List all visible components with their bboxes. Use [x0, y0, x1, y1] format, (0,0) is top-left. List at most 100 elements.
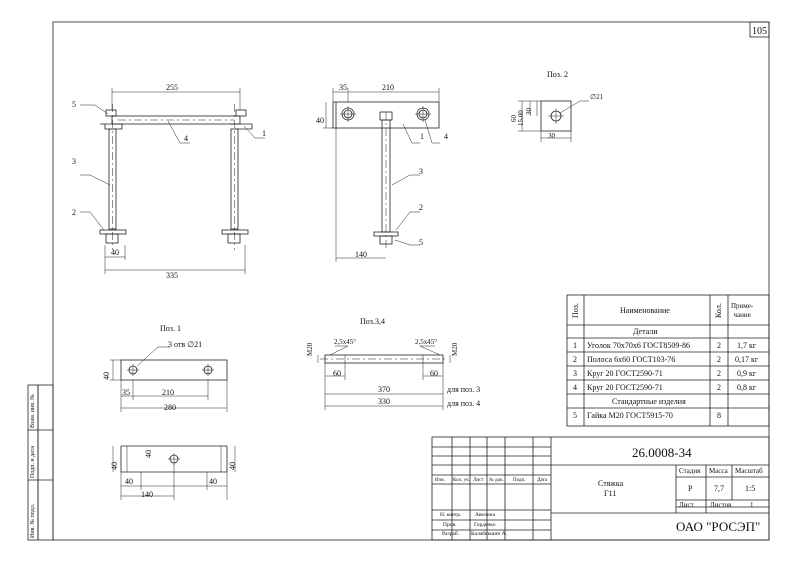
poz34-dim-330: 330: [378, 397, 390, 406]
poz1-holes: 3 отв ∅21: [168, 340, 203, 349]
front-callout-2: 2: [72, 208, 76, 217]
mass-label: Масса: [709, 467, 728, 475]
spec-row-3-pos: 3: [573, 369, 577, 378]
side-dim-35: 35: [339, 83, 347, 92]
title-line2: Г11: [604, 489, 617, 498]
poz34-m20-right: М20: [451, 342, 459, 356]
front-callout-5: 5: [72, 100, 76, 109]
name-1: Авелина: [475, 512, 496, 518]
col-podp: Подп.: [513, 478, 526, 483]
poz2-dim-30v: 30: [525, 108, 533, 115]
side-callout-5: 5: [419, 238, 423, 247]
col-data: Дата: [537, 478, 547, 483]
spec-row-1-qty: 2: [717, 341, 721, 350]
spec-row-2-note: 0,17 кг: [735, 355, 759, 364]
angle-dim-40-bl: 40: [125, 477, 133, 486]
spec-section-details: Детали: [633, 327, 658, 336]
side-dim-210: 210: [382, 83, 394, 92]
spec-row-4-pos: 4: [573, 383, 577, 392]
side-dim-40: 40: [316, 116, 324, 125]
spec-section-standard: Стандартные изделия: [612, 397, 686, 406]
scale-label: Масштаб: [735, 467, 763, 475]
mass-value: 7,7: [714, 484, 724, 493]
poz34-dim-60-left: 60: [333, 369, 341, 378]
frame-border: [52, 21, 770, 541]
poz2-view: [518, 100, 589, 142]
poz1-dim-40: 40: [102, 372, 111, 380]
spec-row-4-name: Круг 20 ГОСТ2590-71: [587, 383, 663, 392]
angle-dim-40-right: 40: [228, 462, 237, 470]
role-n-kontr: Н. контр.: [440, 512, 462, 518]
spec-row-5-pos: 5: [573, 411, 577, 420]
stage-label: Стадия: [679, 467, 701, 475]
role-razrab: Разраб.: [442, 531, 460, 537]
col-ndok: № док.: [489, 478, 504, 483]
spec-row-2-qty: 2: [717, 355, 721, 364]
spec-row-3-name: Круг 20 ГОСТ2590-71: [587, 369, 663, 378]
poz2-hole: ∅21: [590, 93, 604, 101]
poz2-dim-15: 15,00: [517, 110, 525, 126]
title-line1: Стяжка: [598, 479, 624, 488]
side-callout-1: 1: [420, 132, 424, 141]
poz1-view: [110, 346, 228, 412]
name-2: Горденко: [474, 522, 496, 528]
spec-row-1-name: Уголок 70х70х6 ГОСТ8509-86: [587, 341, 691, 350]
spec-row-5-name: Гайка М20 ГОСТ5915-70: [587, 411, 673, 420]
poz2-dim-30h: 30: [548, 132, 555, 140]
page-number: 105: [752, 26, 767, 37]
poz1-dim-35: 35: [122, 388, 130, 397]
col-list: Лист: [473, 478, 484, 483]
angle-dim-40-left: 40: [110, 462, 119, 470]
front-dim-top: 255: [166, 83, 178, 92]
poz1-dim-210: 210: [162, 388, 174, 397]
spec-row-5-qty: 8: [717, 411, 721, 420]
role-prov: Пров.: [443, 522, 457, 528]
poz1-title: Поз. 1: [160, 324, 181, 333]
poz34-chamfer-right: 2,5х45°: [415, 338, 438, 346]
poz34-for3: для поз. 3: [447, 385, 481, 394]
company-name: ОАО "РОСЭП": [676, 519, 761, 534]
poz34-dim-60-right: 60: [430, 369, 438, 378]
front-callout-1: 1: [262, 129, 266, 138]
doc-code: 26.0008-34: [632, 445, 692, 460]
col-izm: Изм.: [435, 478, 445, 483]
poz34-chamfer-left: 2,5х45°: [334, 338, 357, 346]
poz34-title: Поз.3,4: [360, 317, 385, 326]
poz34-for4: для поз. 4: [447, 399, 481, 408]
side-dim-140: 140: [355, 250, 367, 259]
poz34-m20-left: М20: [306, 342, 314, 356]
angle-dim-40-mid: 40: [144, 450, 153, 458]
name-3: Калабекшин А.: [471, 531, 507, 537]
side-stamp-inv: Инв. № подл.: [30, 503, 36, 538]
side-callout-3: 3: [419, 167, 423, 176]
spec-row-3-note: 0,9 кг: [737, 369, 757, 378]
side-stamp-sign: Подп. и дата: [30, 445, 36, 478]
side-view: [323, 88, 440, 262]
side-stamp-replace: Взам. инв. №: [30, 394, 36, 428]
front-dim-small: 40: [111, 248, 119, 257]
spec-row-1-note: 1,7 кг: [737, 341, 757, 350]
scale-value: 1:5: [745, 484, 756, 493]
side-callout-4: 4: [444, 132, 448, 141]
sheet-label: Лист: [679, 501, 694, 509]
spec-row-2-pos: 2: [573, 355, 577, 364]
spec-header-pos: Поз.: [571, 303, 580, 318]
sheets-label: Листов: [710, 501, 732, 509]
angle-dim-140: 140: [141, 490, 153, 499]
angle-view: [112, 445, 236, 500]
poz1-dim-280: 280: [164, 403, 176, 412]
sheets-value: 1: [750, 501, 754, 509]
spec-header-qty: Кол.: [714, 303, 723, 318]
poz34-view: [317, 345, 451, 410]
spec-header-note: Приме- чание: [731, 302, 754, 320]
col-kol: Кол. уч.: [453, 478, 470, 483]
side-callout-2: 2: [419, 203, 423, 212]
spec-row-1-pos: 1: [573, 341, 577, 350]
front-dim-total: 335: [166, 271, 178, 280]
poz2-title: Поз. 2: [547, 70, 568, 79]
stage-value: Р: [688, 484, 693, 493]
spec-row-4-note: 0,8 кг: [737, 383, 757, 392]
front-callout-4: 4: [184, 134, 188, 143]
